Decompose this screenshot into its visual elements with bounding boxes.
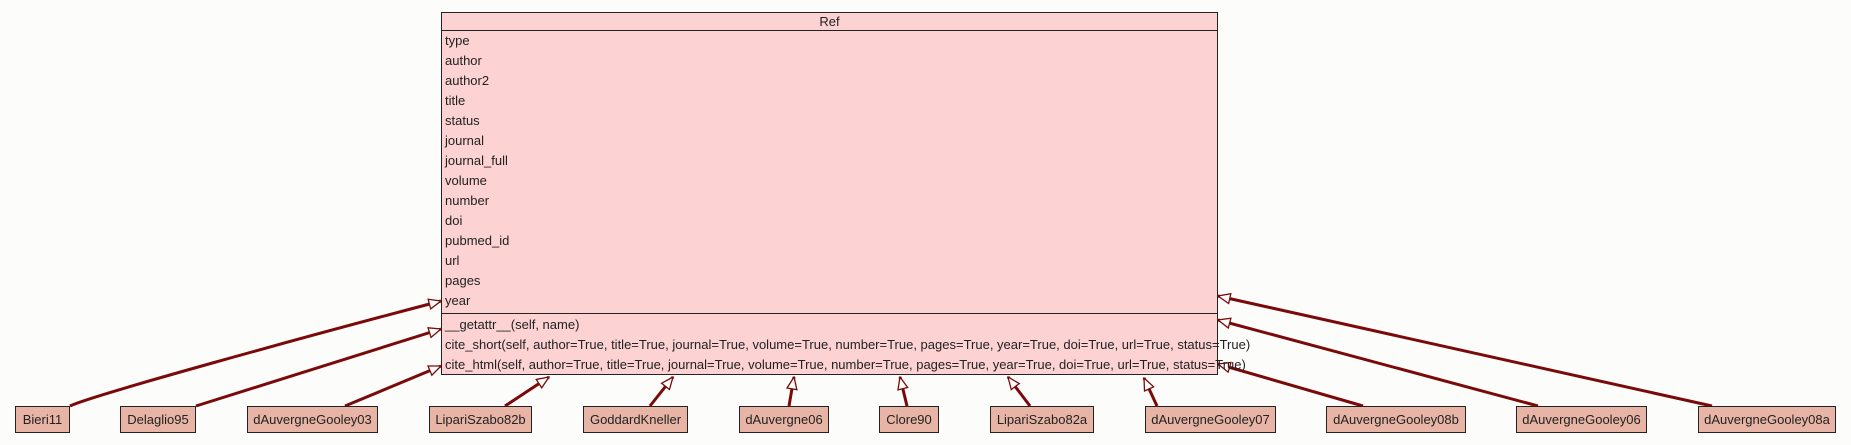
subclass-dauvergnegooley06: dAuvergneGooley06: [1516, 406, 1647, 433]
method: __getattr__(self, name): [445, 317, 580, 332]
edge-dauvergnegooley06: [1218, 320, 1539, 408]
attribute: year: [445, 293, 471, 308]
attribute: author: [445, 53, 482, 68]
subclass-clore90: Clore90: [879, 406, 939, 433]
attribute: status: [445, 113, 480, 128]
edge-goddardkneller: [648, 377, 675, 407]
attribute: volume: [445, 173, 487, 188]
subclass-liparisszabo82b: LipariSzabo82b: [429, 406, 532, 433]
edge-dauvergnegooley08b: [1218, 364, 1364, 408]
subclass-dauvergnegooley08b: dAuvergneGooley08b: [1326, 406, 1466, 433]
subclass-dauvergnegooley08a: dAuvergneGooley08a: [1698, 406, 1836, 433]
attribute: type: [445, 33, 470, 48]
attribute: number: [445, 193, 490, 208]
attribute-list: type author author2 title status journal…: [442, 31, 1217, 314]
attribute: url: [445, 253, 460, 268]
subclass-delaglio95: Delaglio95: [120, 406, 196, 433]
edge-dauvergnegooley08a: [1218, 296, 1713, 408]
edge-dauvergne06: [789, 377, 794, 407]
method: cite_html(self, author=True, title=True,…: [445, 357, 1246, 372]
subclass-dauvergnegooley03: dAuvergneGooley03: [247, 406, 378, 433]
edge-dauvergnegooley07-visible-final: [1142, 378, 1159, 407]
edge-delaglio95: [195, 329, 441, 408]
method: cite_short(self, author=True, title=True…: [445, 337, 1251, 352]
edge-liparisszabo82a: [1006, 377, 1032, 407]
edge-liparisszabo82b: [504, 375, 549, 408]
subclass-dauvergne06: dAuvergne06: [739, 406, 829, 433]
attribute: pubmed_id: [445, 233, 510, 248]
subclass-dauvergnegooley07: dAuvergneGooley07: [1145, 406, 1276, 433]
attribute: title: [445, 93, 466, 108]
subclass-bieri11: Bieri11: [15, 406, 70, 433]
edge-dauvergnegooley03: [344, 364, 441, 408]
attribute: journal_full: [445, 153, 508, 168]
subclass-goddardkneller: GoddardKneller: [583, 406, 688, 433]
edge-bieri11: [69, 301, 441, 408]
edge-clore90: [900, 377, 907, 407]
class-name: Ref: [442, 13, 1217, 31]
class-ref: Ref type author author2 title status jou…: [441, 12, 1251, 375]
attribute: pages: [445, 273, 481, 288]
attribute: doi: [445, 213, 463, 228]
method-list: __getattr__(self, name) cite_short(self,…: [442, 314, 1251, 375]
attribute: journal: [445, 133, 485, 148]
subclass-liparisszabo82a: LipariSzabo82a: [990, 406, 1094, 433]
attribute: author2: [445, 73, 490, 88]
